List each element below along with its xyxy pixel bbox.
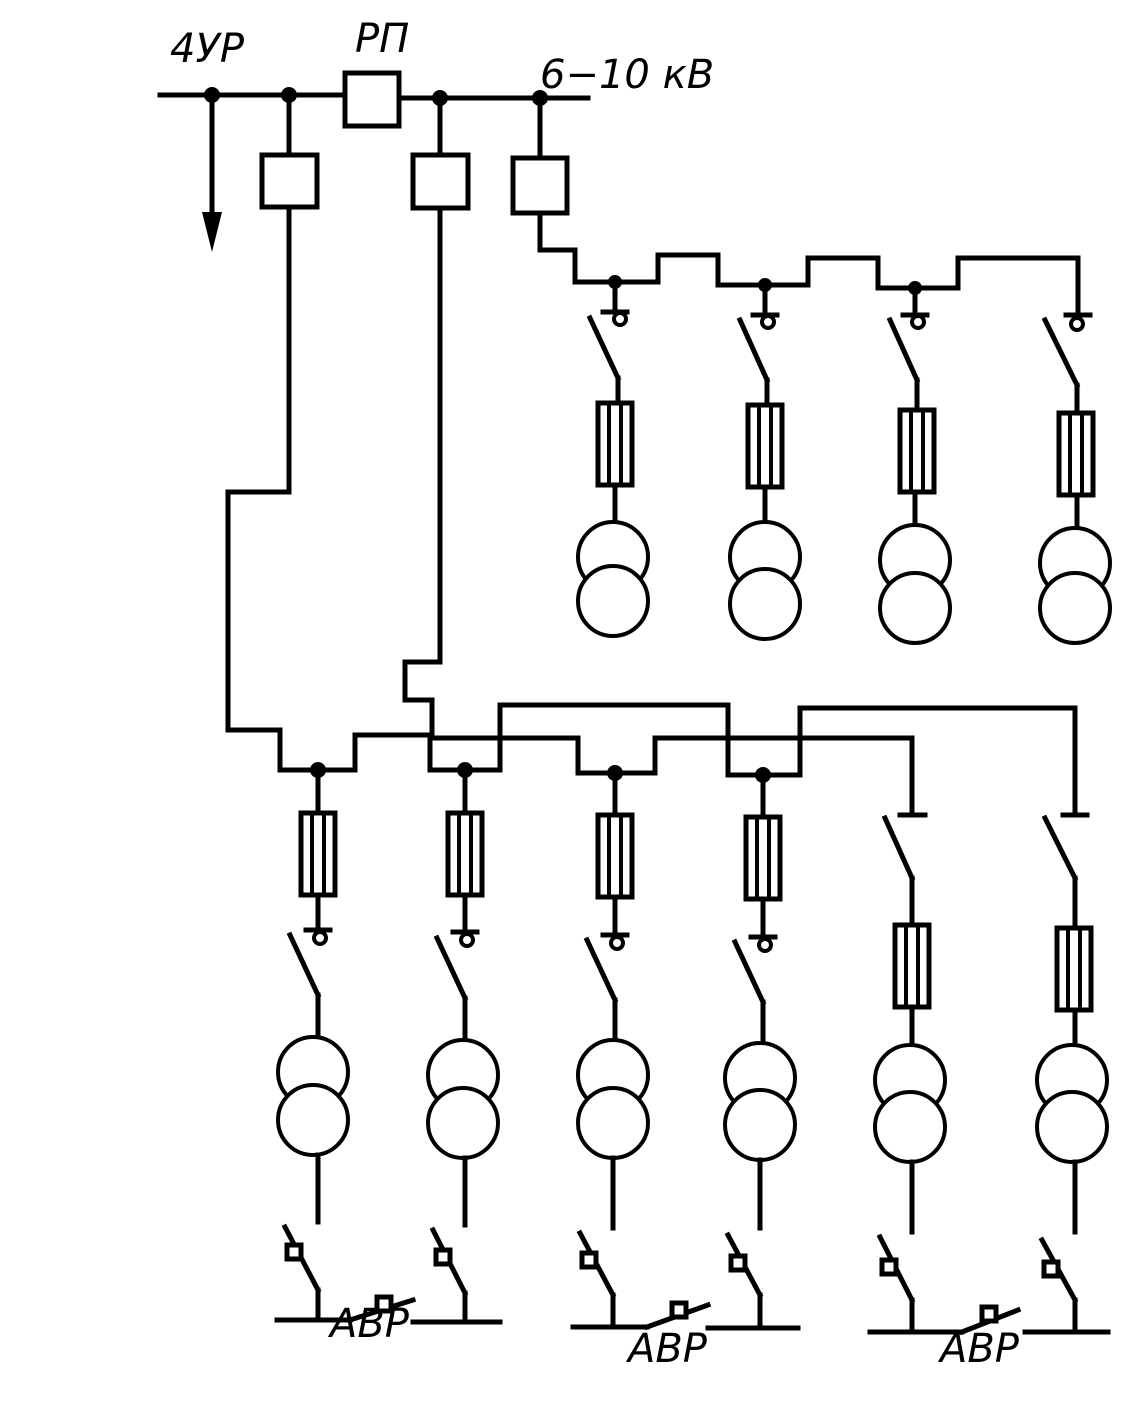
upper-feeder-line [537,210,1081,318]
upper-branches [600,275,1093,332]
lower-disconnectors [286,892,778,1046]
label-source: 4УР [170,26,245,72]
label-switchgear: РП [355,16,409,62]
upper-disconnectors [586,314,1081,416]
lower-fuses [298,810,783,902]
sectional-breaker [342,70,402,129]
outgoing-arrow [202,92,222,252]
right-lower-disconnectors [881,814,1094,1051]
main-bus [157,70,591,129]
left-feeder-line [225,204,1078,818]
label-avr-1: АВР [327,1301,410,1347]
upper-transformers [576,482,1112,645]
label-voltage: 6−10 кВ [540,52,714,98]
upper-fuses [595,400,1096,498]
lower-transformers [276,1035,1109,1235]
label-avr-2: АВР [625,1326,708,1372]
feeder-breakers [259,92,570,216]
right-feeder-line [402,205,915,818]
lv-breakers [274,1223,1111,1336]
lower-taps [310,762,1090,820]
